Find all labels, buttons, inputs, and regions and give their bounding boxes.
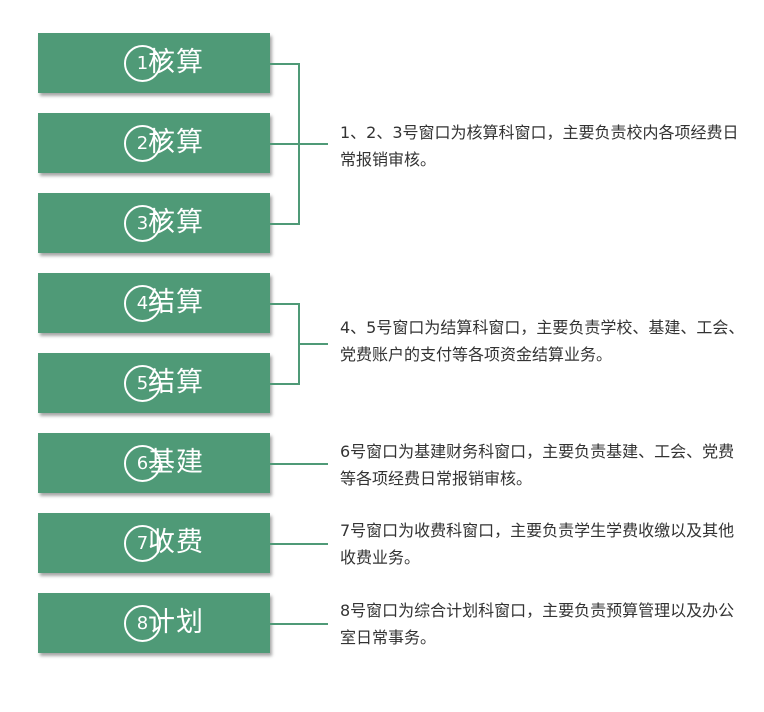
window-label: 收费 bbox=[148, 527, 204, 558]
connector-line bbox=[270, 383, 300, 385]
number-circle: 2 bbox=[124, 125, 161, 162]
window-label: 核算 bbox=[148, 47, 204, 78]
connector-line bbox=[270, 303, 300, 305]
description-1-3: 1、2、3号窗口为核算科窗口，主要负责校内各项经费日常报销审核。 bbox=[340, 123, 739, 169]
window-label: 结算 bbox=[148, 287, 204, 318]
number-circle: 7 bbox=[124, 525, 161, 562]
number-circle: 4 bbox=[124, 285, 161, 322]
connector-line bbox=[270, 63, 300, 65]
number-circle: 5 bbox=[124, 365, 161, 402]
connector-line bbox=[270, 223, 300, 225]
bracket-line bbox=[298, 63, 300, 225]
number-circle: 3 bbox=[124, 205, 161, 242]
number-circle: 1 bbox=[124, 45, 161, 82]
connector-line bbox=[270, 623, 328, 625]
connector-line bbox=[270, 463, 328, 465]
connector-line bbox=[270, 543, 328, 545]
number-circle: 6 bbox=[124, 445, 161, 482]
description-6: 6号窗口为基建财务科窗口，主要负责基建、工会、党费等各项经费日常报销审核。 bbox=[340, 442, 735, 488]
window-label: 基建 bbox=[148, 447, 204, 478]
description-7: 7号窗口为收费科窗口，主要负责学生学费收缴以及其他收费业务。 bbox=[340, 521, 735, 567]
description-8: 8号窗口为综合计划科窗口，主要负责预算管理以及办公室日常事务。 bbox=[340, 601, 735, 647]
window-label: 核算 bbox=[148, 207, 204, 238]
window-label: 结算 bbox=[148, 367, 204, 398]
window-label: 计划 bbox=[148, 607, 204, 638]
window-label: 核算 bbox=[148, 127, 204, 158]
description-4-5: 4、5号窗口为结算科窗口，主要负责学校、基建、工会、党费账户的支付等各项资金结算… bbox=[340, 318, 745, 364]
number-circle: 8 bbox=[124, 605, 161, 642]
connector-line bbox=[298, 343, 328, 345]
